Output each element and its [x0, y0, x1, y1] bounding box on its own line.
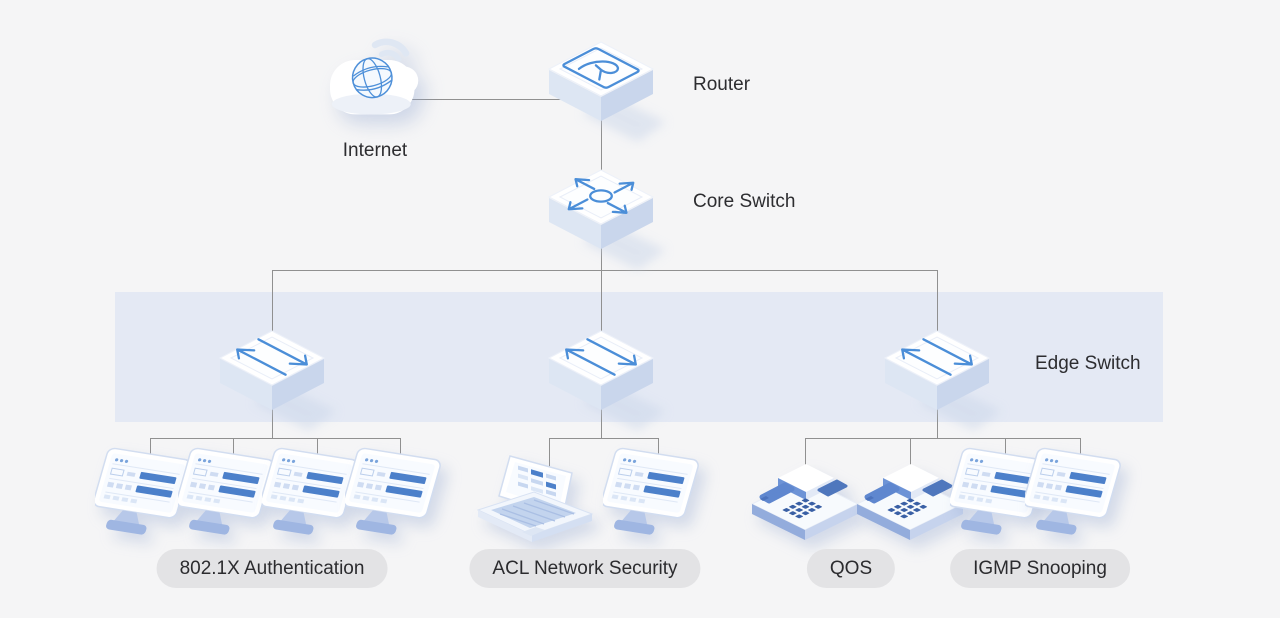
badge-acl-network-security: ACL Network Security — [469, 549, 701, 588]
router-icon — [526, 24, 676, 149]
link-internet-router — [405, 99, 575, 100]
edge-switch-1-icon — [197, 313, 347, 438]
bus-group-1 — [150, 438, 401, 439]
router-label: Router — [693, 74, 751, 95]
internet-cloud-icon — [315, 20, 437, 130]
link-edge1-bus — [272, 398, 273, 438]
desktop-computer-icon — [593, 446, 713, 546]
core-switch-label: Core Switch — [693, 191, 796, 212]
bus-group-3 — [805, 438, 1081, 439]
drop-g2-d1 — [549, 438, 550, 468]
drop-g3-d2 — [910, 438, 911, 474]
core-switch-icon — [526, 152, 676, 277]
link-router-core — [601, 108, 602, 180]
laptop-icon — [470, 448, 600, 548]
desktop-computer-icon — [335, 446, 455, 546]
bus-group-2 — [549, 438, 659, 439]
edge-switch-3-icon — [862, 313, 1012, 438]
drop-edge-2 — [601, 270, 602, 335]
link-edge3-bus — [937, 398, 938, 438]
drop-edge-3 — [937, 270, 938, 335]
badge-802-1x-authentication: 802.1X Authentication — [156, 549, 388, 588]
link-edge2-bus — [601, 398, 602, 438]
desktop-computer-icon — [1015, 446, 1135, 546]
badge-igmp-snooping: IGMP Snooping — [950, 549, 1130, 588]
drop-g3-d1 — [805, 438, 806, 474]
edge-switch-label: Edge Switch — [1035, 353, 1141, 374]
bus-core-to-edges — [272, 270, 938, 271]
badge-qos: QOS — [806, 549, 896, 588]
drop-edge-1 — [272, 270, 273, 335]
edge-switch-2-icon — [526, 313, 676, 438]
internet-label: Internet — [342, 140, 408, 161]
